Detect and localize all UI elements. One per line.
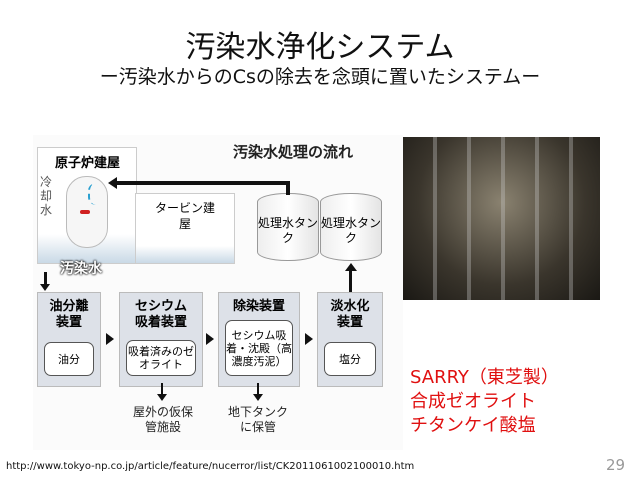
step-inner: セシウム吸着・沈殿（高濃度汚泥） — [225, 320, 293, 376]
cooling-water-label: 冷却水 — [40, 175, 53, 217]
sarry-notes: SARRY（東芝製） 合成ゼオライト チタンケイ酸塩 — [410, 366, 559, 438]
flow-line — [257, 383, 259, 395]
note-line: SARRY（東芝製） — [410, 367, 559, 388]
turbine-building — [135, 193, 235, 264]
step-inner: 吸着済みのゼオライト — [126, 340, 196, 376]
flow-line — [161, 383, 163, 395]
cesium-adsorption-box: セシウム吸着装置 吸着済みのゼオライト — [119, 292, 203, 387]
step-name: 淡水化装置 — [330, 299, 370, 330]
source-url: http://www.tokyo-np.co.jp/article/featur… — [6, 461, 415, 472]
fuel-icon — [80, 210, 90, 214]
arrow-down-icon — [253, 394, 263, 401]
oil-separator-box: 油分離装置 油分 — [37, 292, 101, 387]
arrow-right-icon — [305, 333, 313, 345]
cooling-flow-icon — [88, 183, 104, 205]
flow-line — [349, 270, 352, 293]
treated-water-tank: 処理水タンク — [257, 193, 319, 261]
step-inner: 油分 — [44, 342, 94, 376]
turbine-building-label: タービン建屋 — [154, 201, 215, 231]
outdoor-storage-label: 屋外の仮保管施設 — [132, 405, 193, 434]
page-number: 29 — [606, 456, 626, 474]
note-line: チタンケイ酸塩 — [410, 415, 536, 436]
contaminated-water-label: 汚染水 — [60, 261, 102, 277]
return-line — [116, 181, 290, 185]
slide-subtitle: ー汚染水からのCsの除去を念頭に置いたシステムー — [99, 66, 541, 88]
arrow-up-icon — [345, 263, 357, 271]
arrow-right-icon — [106, 333, 114, 345]
step-name: 油分離装置 — [49, 299, 89, 330]
arrow-down-icon — [157, 394, 167, 401]
return-line — [286, 181, 290, 195]
step-name: セシウム吸着装置 — [134, 299, 187, 330]
decontamination-box: 除染装置 セシウム吸着・沈殿（高濃度汚泥） — [218, 292, 300, 387]
step-name: 除染装置 — [232, 299, 285, 314]
note-line: 合成ゼオライト — [410, 391, 536, 412]
arrow-left-icon — [108, 177, 117, 189]
step-inner: 塩分 — [324, 342, 376, 376]
desalination-box: 淡水化装置 塩分 — [317, 292, 383, 387]
diagram-title: 汚染水処理の流れ — [233, 143, 354, 161]
sarry-facility-photo — [403, 137, 600, 300]
flow-line — [44, 272, 47, 285]
slide-title: 汚染水浄化システム — [185, 30, 455, 65]
arrow-down-icon — [40, 284, 50, 291]
arrow-right-icon — [206, 333, 214, 345]
treated-water-tank: 処理水タンク — [320, 193, 382, 261]
underground-tank-label: 地下タンクに保管 — [227, 405, 288, 434]
reactor-building-label: 原子炉建屋 — [54, 156, 120, 171]
